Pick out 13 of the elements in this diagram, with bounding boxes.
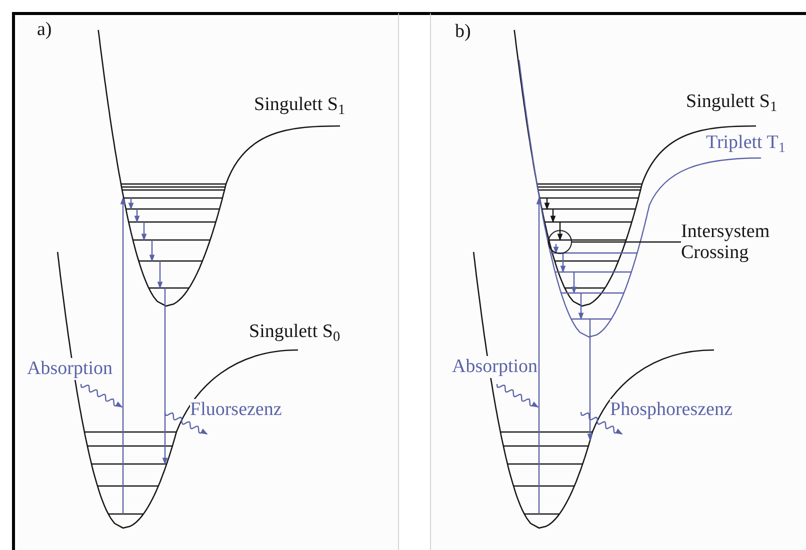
panel [12,12,399,550]
curve-label: Singulett S$_{1}$ [254,94,346,116]
curve-label: Singulett S$_{1}$ [686,91,778,113]
curve-label: Phosphoreszenz [610,399,732,421]
panel-label: b) [455,21,471,43]
curve-label: Singulett S$_{0}$ [249,321,340,343]
curve-label: Absorption [27,358,112,380]
curve-label: Triplett T$_{1}$ [706,132,786,154]
panel-label: a) [37,19,52,41]
curve-label: Absorption [452,356,538,378]
panel [430,12,806,550]
annotation-text: Intersystem Crossing [681,221,801,263]
leader-line [572,241,681,243]
